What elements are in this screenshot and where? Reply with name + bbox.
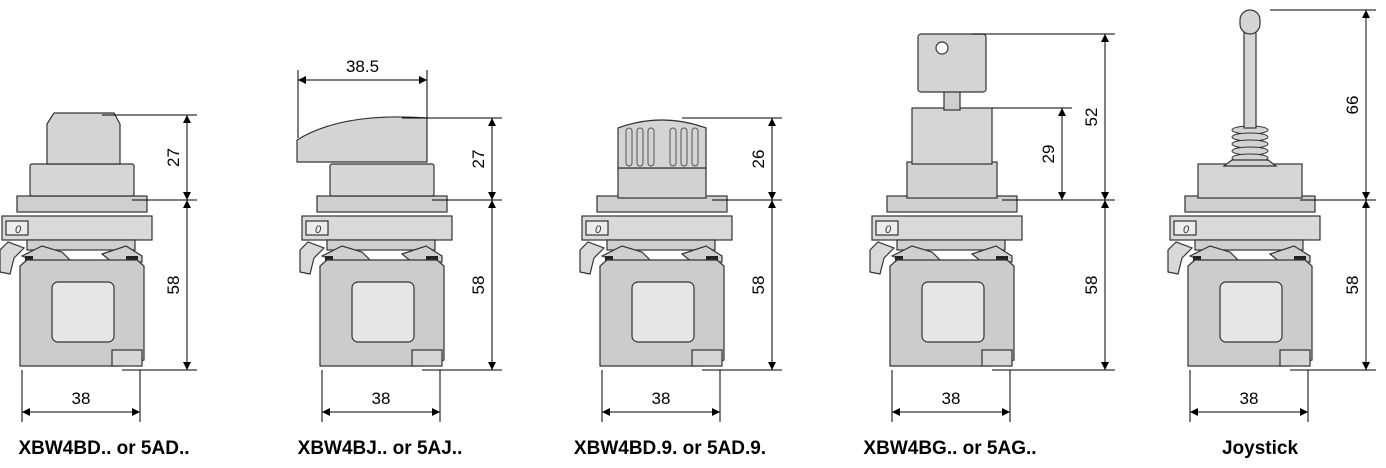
width-dimension-label: 38	[652, 389, 671, 408]
inner-dimension-label: 29	[1039, 145, 1058, 164]
contact-block	[1167, 195, 1321, 367]
knurled-knob	[617, 119, 707, 169]
caption-2: XBW4BJ.. or 5AJ..	[297, 438, 463, 459]
width-dimension-label: 38	[72, 389, 91, 408]
caption-1: XBW4BD.. or 5AD..	[18, 438, 190, 459]
caption-4: XBW4BG.. or 5AG..	[863, 438, 1037, 459]
selector-handle	[46, 112, 121, 165]
key-hole	[935, 41, 949, 55]
contact-block	[869, 195, 1023, 367]
top-dimension-label: 26	[749, 150, 768, 169]
mid-dimension-label: 58	[1343, 276, 1362, 295]
joystick-shaft	[1243, 29, 1257, 129]
contact-block	[299, 195, 453, 367]
key-stem	[943, 89, 961, 111]
joystick-knob	[1239, 9, 1261, 35]
knob-base	[617, 167, 707, 199]
figure-5: 66 58 38	[1167, 9, 1376, 422]
top-dimension-label: 66	[1343, 96, 1362, 115]
top-dimension-label: 27	[164, 148, 183, 167]
figure-1: 27 58 38	[0, 112, 197, 422]
knurl-groove	[691, 127, 699, 167]
mid-dimension-label: 58	[749, 276, 768, 295]
mid-dimension-label: 58	[469, 276, 488, 295]
joystick-base	[1197, 163, 1303, 199]
lever-width-dimension-label: 38.5	[346, 57, 379, 76]
width-dimension-label: 38	[1240, 389, 1259, 408]
caption-5: Joystick	[1221, 438, 1299, 459]
key-cylinder	[911, 107, 993, 165]
key-collar	[906, 161, 998, 199]
figure-4: 29 52 58 38	[869, 33, 1115, 422]
figure-3: 26 58 38	[579, 117, 782, 422]
knurl-groove	[625, 127, 633, 167]
lever-handle	[296, 116, 428, 163]
collar	[29, 163, 135, 197]
top-dimension-label: 27	[469, 150, 488, 169]
width-dimension-label: 38	[942, 389, 961, 408]
mid-dimension-label: 58	[1082, 276, 1101, 295]
contact-block	[579, 195, 733, 367]
collar	[329, 163, 435, 197]
width-dimension-label: 38	[372, 389, 391, 408]
caption-3: XBW4BD.9. or 5AD.9.	[573, 438, 767, 459]
top-dimension-label: 52	[1082, 108, 1101, 127]
key	[917, 33, 987, 93]
knurl-groove	[669, 127, 677, 167]
knurl-groove	[647, 127, 655, 167]
figure-2: 38.5 27 58 38	[296, 57, 502, 422]
knurl-groove	[680, 127, 688, 167]
knurl-groove	[636, 127, 644, 167]
boot-base	[1222, 159, 1278, 167]
mid-dimension-label: 58	[164, 276, 183, 295]
contact-block	[0, 195, 153, 367]
